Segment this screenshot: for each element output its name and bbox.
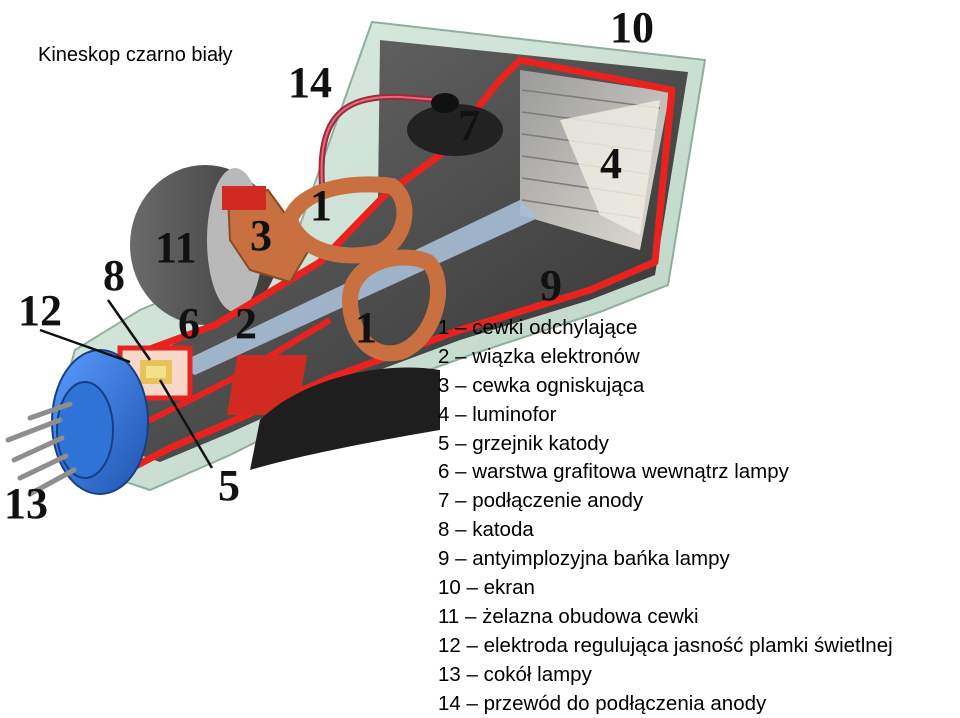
yoke-body [250, 367, 440, 470]
callout-3: 3 [250, 211, 272, 260]
callout-13: 13 [4, 479, 48, 528]
legend-item: 9 – antyimplozyjna bańka lampy [438, 547, 730, 571]
legend-item: 4 – luminofor [438, 402, 557, 426]
callout-8: 8 [103, 251, 125, 300]
heater [146, 366, 166, 378]
callout-12: 12 [18, 286, 62, 335]
callout-9: 9 [540, 261, 562, 310]
screen-corner-glare [560, 100, 660, 235]
deflection-coil-upper [281, 176, 413, 264]
legend-item: 14 – przewód do podłączenia anody [438, 691, 767, 715]
anode-connector-cap [407, 104, 503, 156]
focusing-coil-clamp [222, 186, 266, 210]
socket-pins [5, 401, 77, 497]
legend-item: 10 – ekran [438, 576, 535, 600]
legend-item: 1 – cewki odchylające [438, 316, 638, 339]
socket-face [56, 381, 114, 479]
anode-cable-highlight [320, 95, 441, 186]
callout-6: 6 [178, 299, 200, 348]
callout-1-upper: 1 [310, 181, 332, 230]
callout-labels: 10 14 7 4 1 3 11 8 9 12 6 2 1 5 13 [4, 3, 654, 528]
focusing-coil [226, 188, 312, 284]
callout-14: 14 [288, 58, 332, 107]
callout-5: 5 [218, 461, 240, 510]
legend-item: 7 – podłączenie anody [438, 489, 644, 513]
legend-item: 8 – katoda [438, 518, 534, 542]
legend-item: 12 – elektroda regulująca jasność plamki… [438, 633, 893, 657]
anode-connector-knob [431, 93, 459, 113]
diagram-title: Kineskop czarno biały [38, 44, 233, 66]
callout-7: 7 [458, 101, 480, 150]
callout-4: 4 [600, 139, 622, 188]
legend-item: 13 – cokół lampy [438, 662, 592, 686]
leader-lines [39, 299, 214, 469]
callout-11: 11 [155, 223, 197, 272]
legend-item: 3 – cewka ogniskująca [438, 373, 645, 397]
legend-item: 5 – grzejnik katody [438, 431, 609, 455]
legend-item: 6 – warstwa grafitowa wewnątrz lampy [438, 460, 789, 484]
callout-2: 2 [235, 299, 257, 348]
callout-1-lower: 1 [355, 303, 377, 352]
callout-10: 10 [610, 3, 654, 52]
legend-item: 11 – żelazna obudowa cewki [438, 604, 699, 628]
deflection-coil-lower [341, 249, 447, 362]
legend-list: 1 – cewki odchylające 2 – wiązka elektro… [438, 314, 960, 718]
legend-item: 2 – wiązka elektronów [438, 344, 640, 368]
